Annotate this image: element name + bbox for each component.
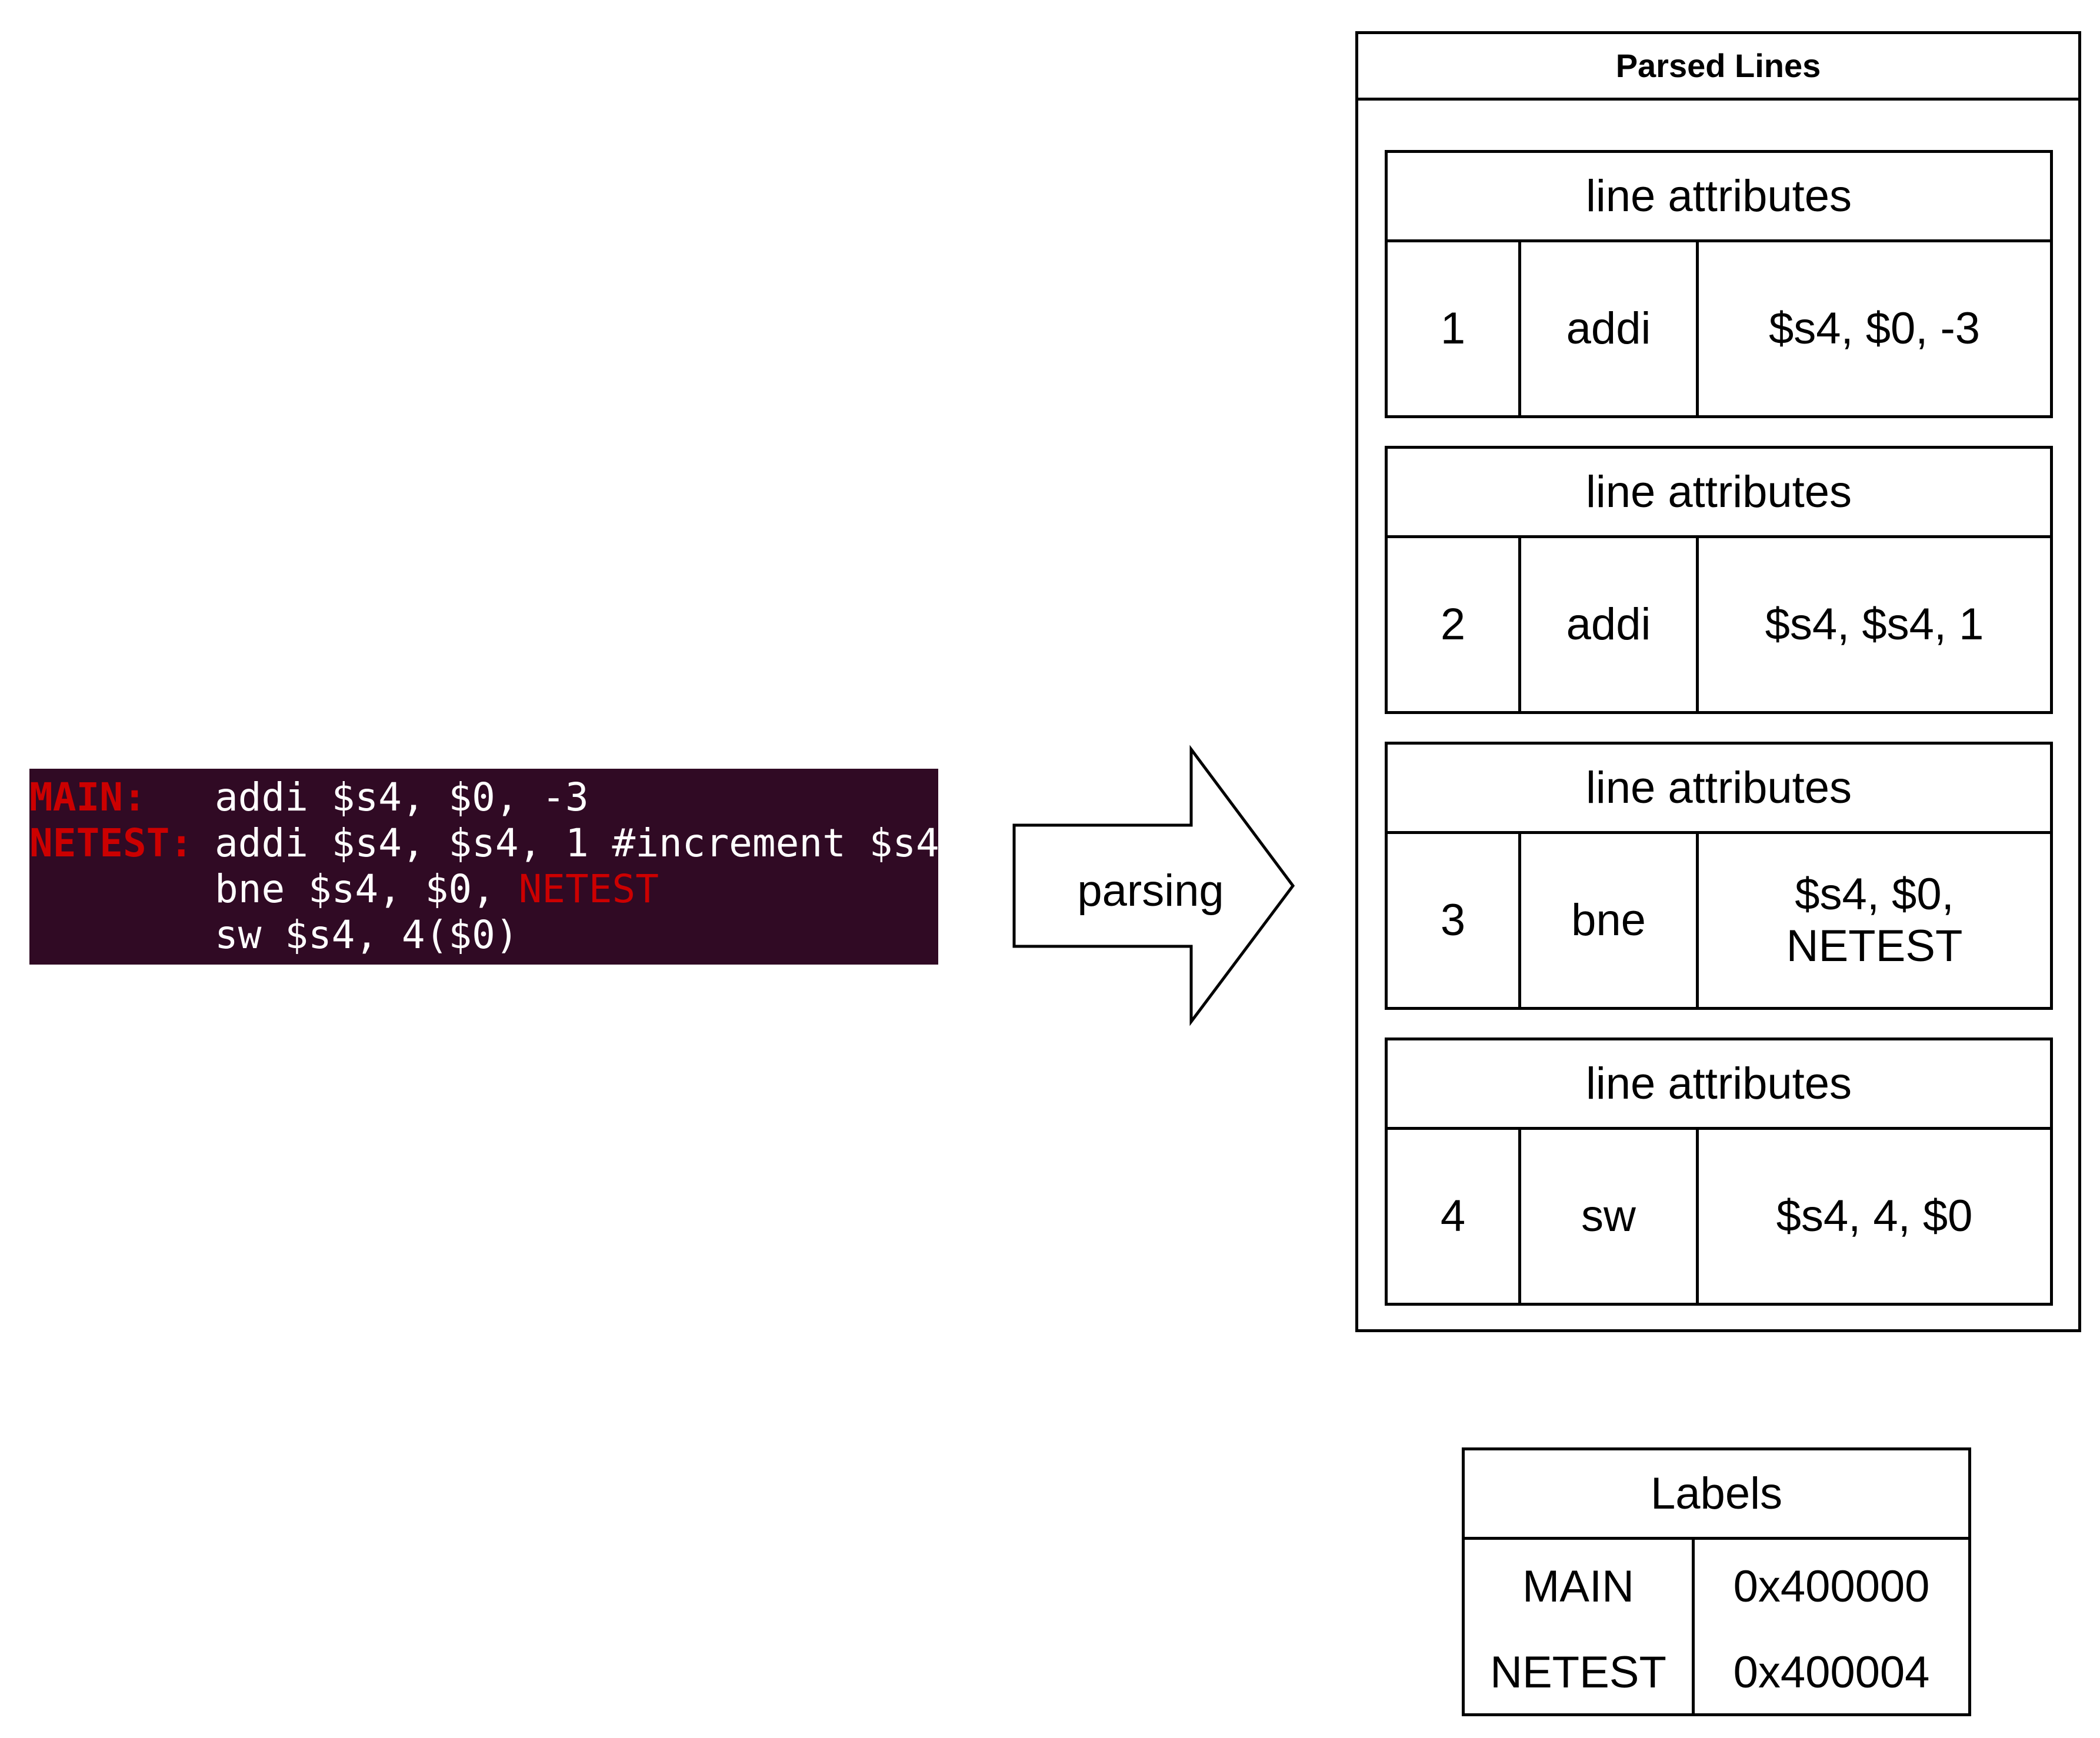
operands-cell: $s4, $0, NETEST [1786,869,1963,971]
labels-table-title: Labels [1465,1450,1968,1540]
code-label: MAIN: [29,775,146,820]
line-attributes-card-3: line attributes 3 bne $s4, $0, NETEST [1385,742,2053,1010]
line-attributes-row: 4 sw $s4, 4, $0 [1388,1130,2050,1303]
opcode-cell: addi [1521,538,1699,711]
line-attributes-card-1: line attributes 1 addi $s4, $0, -3 [1385,150,2053,418]
line-attributes-title: line attributes [1388,153,2050,242]
code-instruction: bne $s4, $0, NETEST [215,866,659,912]
opcode-cell: addi [1521,242,1699,415]
line-attributes-card-2: line attributes 2 addi $s4, $s4, 1 [1385,446,2053,714]
line-attributes-row: 1 addi $s4, $0, -3 [1388,242,2050,415]
operands-cell: $s4, $0, -3 [1768,303,1981,353]
labels-row-2: NETEST 0x400004 [1465,1629,1968,1717]
labels-row-1: MAIN 0x400000 [1465,1543,1968,1631]
line-number-cell: 2 [1388,538,1521,711]
label-name-cell: NETEST [1490,1647,1666,1697]
code-line-1: MAIN: addi $s4, $0, -3 [29,775,589,820]
label-address-cell: 0x400004 [1733,1647,1930,1697]
parsing-label: parsing [1077,866,1224,916]
source-code-terminal: MAIN: addi $s4, $0, -3 NETEST: addi $s4,… [29,769,939,965]
labels-table: Labels MAIN 0x400000 NETEST 0x400004 [1462,1447,1971,1716]
parsing-arrow-icon [1012,745,1295,1026]
opcode-cell: bne [1521,834,1699,1007]
opcode-cell: sw [1521,1130,1699,1303]
label-name-cell: MAIN [1522,1562,1634,1612]
code-instruction: addi $s4, $s4, 1 #increment $s4 [215,820,939,866]
operands-cell: $s4, $s4, 1 [1765,599,1984,649]
code-instruction: addi $s4, $0, -3 [215,775,589,820]
code-label: NETEST: [29,820,194,866]
line-attributes-title: line attributes [1388,449,2050,538]
labels-column-divider [1692,1540,1695,1713]
parsed-lines-title: Parsed Lines [1358,34,2078,101]
code-label-reference: NETEST [518,866,659,912]
label-address-cell: 0x400000 [1733,1562,1930,1612]
parsed-lines-container: Parsed Lines line attributes 1 addi $s4,… [1355,31,2081,1332]
operands-cell: $s4, 4, $0 [1776,1191,1973,1241]
line-number-cell: 4 [1388,1130,1521,1303]
line-attributes-title: line attributes [1388,1040,2050,1130]
line-attributes-card-4: line attributes 4 sw $s4, 4, $0 [1385,1038,2053,1306]
line-number-cell: 3 [1388,834,1521,1007]
code-line-3: bne $s4, $0, NETEST [29,866,659,912]
code-line-2: NETEST: addi $s4, $s4, 1 #increment $s4 [29,820,939,866]
line-attributes-title: line attributes [1388,745,2050,834]
code-line-4: sw $s4, 4($0) [29,912,519,958]
code-instruction: sw $s4, 4($0) [215,912,519,958]
line-number-cell: 1 [1388,242,1521,415]
line-attributes-row: 3 bne $s4, $0, NETEST [1388,834,2050,1007]
line-attributes-row: 2 addi $s4, $s4, 1 [1388,538,2050,711]
